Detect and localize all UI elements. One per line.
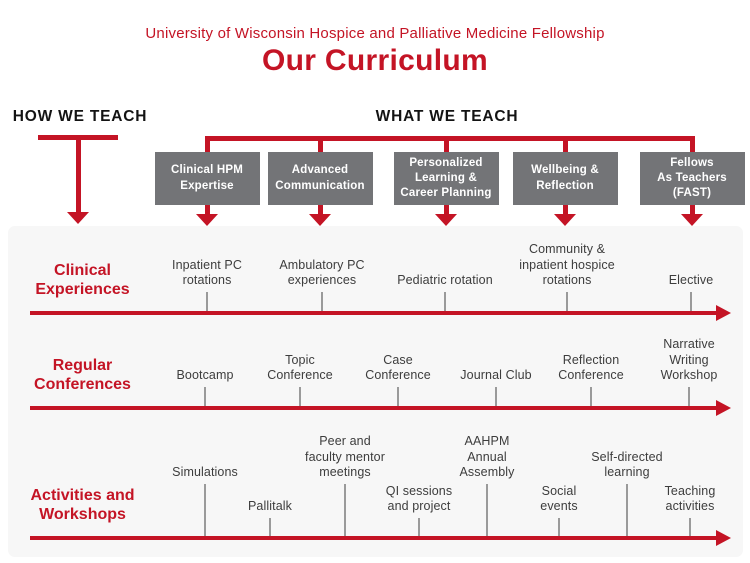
what-we-teach-heading: WHAT WE TEACH (375, 108, 519, 125)
how-we-teach-heading: HOW WE TEACH (12, 108, 148, 125)
box-arrow-stem (562, 205, 568, 215)
timeline-tick (321, 292, 323, 311)
arrow-down-icon (196, 214, 218, 226)
timeline-line (30, 536, 718, 540)
timeline-tick (495, 387, 497, 406)
topic-box: Personalized Learning & Career Planning (393, 152, 499, 205)
timeline-tick (688, 387, 690, 406)
timeline-tick (486, 484, 488, 536)
arrow-right-icon (716, 400, 731, 416)
timeline-tick (299, 387, 301, 406)
row-label: Clinical Experiences (35, 261, 130, 299)
timeline-line (30, 311, 718, 315)
connector-line (207, 136, 692, 141)
connector-drop (689, 136, 695, 152)
topic-box: Advanced Communication (267, 152, 373, 205)
arrow-right-icon (716, 305, 731, 321)
timeline-item-label: Topic Conference (267, 352, 333, 383)
timeline-item-label: Social events (540, 483, 578, 514)
timeline-item-label: Journal Club (460, 368, 532, 383)
how-arrow-stem (76, 135, 81, 212)
connector-drop (443, 136, 449, 152)
arrow-down-icon (554, 214, 576, 226)
arrow-down-icon (435, 214, 457, 226)
timeline-tick (206, 292, 208, 311)
timeline-item-label: Case Conference (365, 352, 431, 383)
timeline-tick (397, 387, 399, 406)
timeline-item-label: Ambulatory PC experiences (279, 257, 365, 288)
timeline-tick (204, 387, 206, 406)
box-arrow-stem (443, 205, 449, 215)
page-subtitle: University of Wisconsin Hospice and Pall… (145, 25, 605, 42)
timeline-item-label: AAHPM Annual Assembly (459, 434, 515, 480)
row-label: Activities and Workshops (30, 486, 135, 524)
timeline-line (30, 406, 718, 410)
connector-drop (562, 136, 568, 152)
box-arrow-stem (689, 205, 695, 215)
timeline-item-label: Pediatric rotation (397, 273, 493, 288)
timeline-tick (418, 518, 420, 536)
timeline-tick (269, 518, 271, 536)
timeline-item-label: Inpatient PC rotations (172, 257, 242, 288)
arrow-down-icon (67, 212, 89, 224)
arrow-right-icon (716, 530, 731, 546)
timeline-tick (689, 518, 691, 536)
timeline-tick (566, 292, 568, 311)
timeline-tick (344, 484, 346, 536)
timeline-item-label: Reflection Conference (558, 352, 624, 383)
timeline-tick (558, 518, 560, 536)
page-title: Our Curriculum (262, 44, 488, 77)
arrow-down-icon (309, 214, 331, 226)
timeline-item-label: Self-directed learning (591, 449, 663, 480)
timeline-item-label: Peer and faculty mentor meetings (305, 434, 385, 480)
connector-drop (204, 136, 210, 152)
timeline-tick (444, 292, 446, 311)
box-arrow-stem (317, 205, 323, 215)
timeline-item-label: QI sessions and project (385, 483, 453, 514)
timeline-tick (626, 484, 628, 536)
arrow-down-icon (681, 214, 703, 226)
timeline-item-label: Teaching activities (664, 483, 716, 514)
curriculum-panel (8, 226, 743, 557)
timeline-tick (204, 484, 206, 536)
timeline-tick (590, 387, 592, 406)
timeline-item-label: Community & inpatient hospice rotations (519, 242, 615, 288)
timeline-item-label: Elective (668, 273, 714, 288)
topic-box: Wellbeing & Reflection (512, 152, 618, 205)
connector-drop (317, 136, 323, 152)
topic-box: Fellows As Teachers (FAST) (639, 152, 745, 205)
timeline-tick (690, 292, 692, 311)
row-label: Regular Conferences (34, 356, 131, 394)
topic-box: Clinical HPM Expertise (154, 152, 260, 205)
timeline-item-label: Pallitalk (248, 499, 292, 514)
box-arrow-stem (204, 205, 210, 215)
timeline-item-label: Narrative Writing Workshop (660, 337, 718, 383)
timeline-item-label: Bootcamp (176, 368, 234, 383)
timeline-item-label: Simulations (172, 465, 238, 480)
